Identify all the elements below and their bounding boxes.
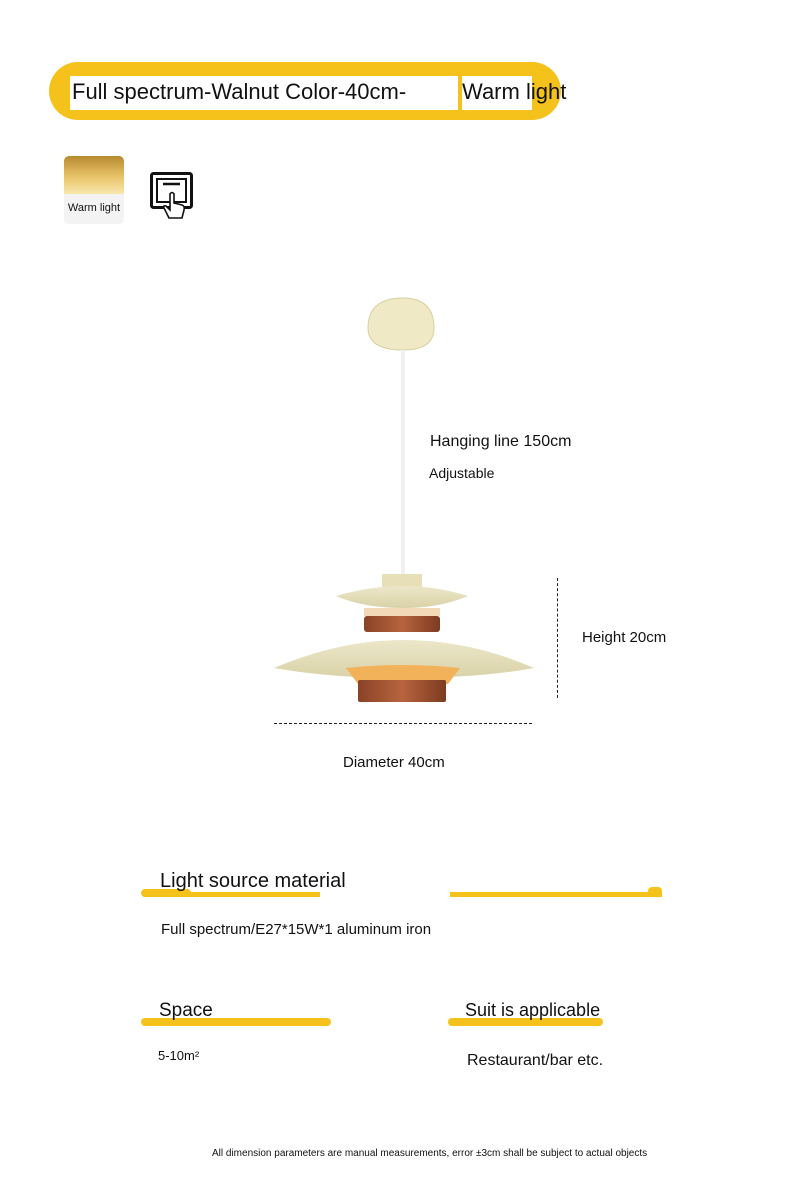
- touch-switch-icon: [150, 172, 194, 225]
- heading-underline: [141, 1018, 331, 1026]
- warm-light-preview: [64, 156, 124, 194]
- space-heading: Space: [159, 1000, 213, 1021]
- height-label: Height 20cm: [582, 629, 667, 646]
- title-box: [70, 76, 458, 110]
- swatch-label: Warm light: [67, 202, 121, 214]
- variant-title: Full spectrum-Walnut Color-40cm-: [72, 79, 407, 104]
- heading-underline-cap: [648, 887, 662, 895]
- space-value: 5-10m²: [158, 1048, 200, 1063]
- variant-light: Warm light: [462, 79, 567, 104]
- warm-light-swatch[interactable]: Warm light: [64, 156, 124, 224]
- adjustable-label: Adjustable: [429, 465, 495, 481]
- height-dimension-line: [557, 578, 558, 698]
- heading-underline: [448, 1018, 603, 1026]
- heading-underline: [160, 892, 320, 897]
- pendant-lamp-image: [260, 290, 550, 715]
- hanging-line-label: Hanging line 150cm: [430, 433, 572, 450]
- light-source-heading: Light source material: [160, 870, 346, 892]
- light-source-value: Full spectrum/E27*15W*1 aluminum iron: [161, 921, 432, 938]
- heading-underline: [450, 892, 662, 897]
- footer-note: All dimension parameters are manual meas…: [212, 1148, 648, 1159]
- diameter-dimension-line: [274, 723, 532, 724]
- suit-value: Restaurant/bar etc.: [467, 1052, 604, 1069]
- title-box-light: [462, 76, 532, 110]
- suit-heading: Suit is applicable: [465, 1000, 601, 1020]
- diameter-label: Diameter 40cm: [343, 754, 445, 771]
